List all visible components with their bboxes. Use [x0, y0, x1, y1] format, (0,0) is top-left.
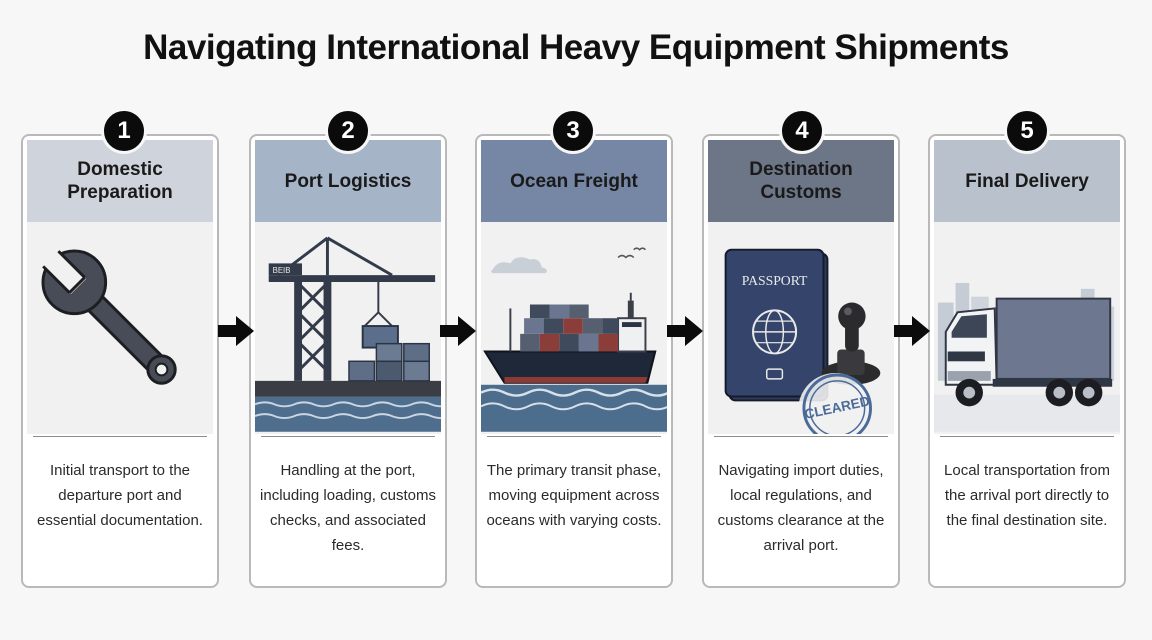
step-card-port-logistics: Port Logistics BEIB Handling at the port…: [249, 134, 447, 588]
passport-icon: PASSPORT CLEARED: [724, 248, 881, 434]
step-card-domestic-preparation: Domestic Preparation Initial transport t…: [21, 134, 219, 588]
passport-label: PASSPORT: [742, 273, 808, 288]
cargo-ship-icon: [481, 247, 667, 432]
arrow-right-icon: [440, 316, 476, 346]
step-title: Destination Customs: [708, 140, 894, 222]
step-number-badge: 3: [550, 108, 596, 154]
port-crane-icon: BEIB: [255, 236, 441, 432]
arrow-right-icon: [667, 316, 703, 346]
arrow-right-icon: [218, 316, 254, 346]
step-card-final-delivery: Final Delivery Local transportation from…: [928, 134, 1126, 588]
step-number-badge: 4: [779, 108, 825, 154]
divider: [714, 436, 888, 437]
divider: [487, 436, 661, 437]
step-number-badge: 1: [101, 108, 147, 154]
step-number-badge: 5: [1004, 108, 1050, 154]
step-card-destination-customs: Destination Customs PASSPORT CLEARED Nav…: [702, 134, 900, 588]
step-description: Initial transport to the departure port …: [37, 462, 203, 529]
divider: [261, 436, 435, 437]
step-card-ocean-freight: Ocean Freight: [475, 134, 673, 588]
illustration-panel: [481, 222, 667, 434]
illustration-panel: BEIB: [255, 222, 441, 434]
crane-sign: BEIB: [273, 266, 291, 275]
illustration-panel: PASSPORT CLEARED: [708, 222, 894, 434]
step-description: Navigating import duties, local regulati…: [717, 462, 885, 554]
step-description: The primary transit phase, moving equipm…: [486, 462, 662, 529]
page-title: Navigating International Heavy Equipment…: [143, 28, 1009, 67]
illustration-panel: [934, 222, 1120, 434]
step-description: Handling at the port, including loading,…: [260, 462, 436, 554]
step-description: Local transportation from the arrival po…: [944, 462, 1110, 529]
delivery-truck-icon: [934, 282, 1120, 432]
illustration-panel: [27, 222, 213, 434]
arrow-right-icon: [894, 316, 930, 346]
divider: [33, 436, 207, 437]
step-number-badge: 2: [325, 108, 371, 154]
wrench-icon: [40, 248, 177, 385]
divider: [940, 436, 1114, 437]
